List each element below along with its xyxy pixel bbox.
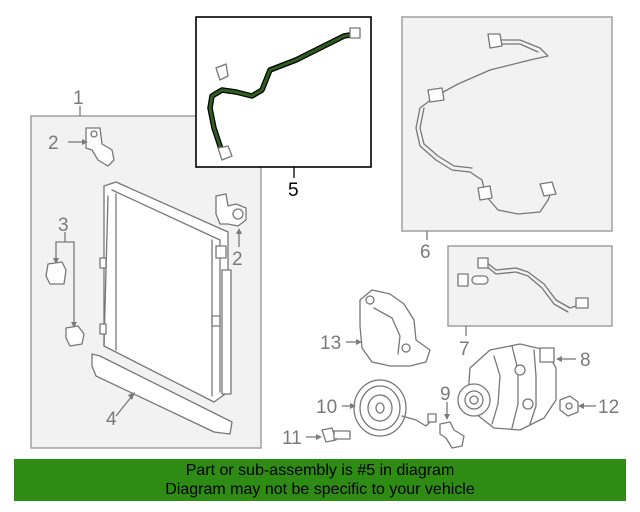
pressure-sensor	[439, 421, 465, 449]
liquid-line	[485, 261, 583, 309]
discharge-hose	[207, 27, 361, 161]
callout-2-upper: 2	[48, 133, 59, 154]
callout-6: 6	[420, 242, 431, 263]
receiver-tank	[221, 269, 232, 395]
liquid-line-group: 7	[447, 245, 613, 360]
info-banner: Part or sub-assembly is #5 in diagram Di…	[14, 459, 626, 501]
callout-9: 9	[440, 384, 451, 405]
callout-11: 11	[282, 428, 302, 449]
callout-13: 13	[320, 333, 341, 354]
callout-1: 1	[73, 88, 84, 109]
liquid-line-clip	[457, 273, 469, 287]
suction-hose-group: 6	[401, 16, 613, 263]
callout-8: 8	[580, 350, 591, 371]
condenser-core	[99, 181, 232, 403]
loose-parts-group: 13 8 12	[282, 289, 619, 449]
suction-hose	[415, 39, 553, 215]
bolt	[321, 427, 351, 443]
banner-line-2: Diagram may not be specific to your vehi…	[165, 481, 475, 498]
condenser-clip-lower	[211, 315, 221, 327]
condenser-assembly-group: 1 2 2 3 4	[30, 88, 262, 449]
banner-line-1: Part or sub-assembly is #5 in diagram	[185, 462, 455, 479]
condenser-seal	[91, 353, 233, 435]
callout-3: 3	[58, 215, 69, 236]
suction-hose-box	[401, 16, 613, 232]
compressor-mounting-bracket	[359, 289, 431, 367]
hose-fitting-bottom	[217, 145, 233, 161]
callout-7: 7	[459, 339, 470, 360]
hose-fitting-top	[215, 63, 229, 81]
callout-2-right: 2	[232, 249, 243, 270]
highlighted-hose-group: 5	[195, 16, 372, 201]
compressor	[457, 343, 557, 431]
hose-fitting-end	[349, 27, 361, 39]
callout-5: 5	[288, 180, 299, 201]
callout-12: 12	[598, 397, 619, 418]
compressor-clutch	[353, 379, 437, 437]
condenser-clip-upper	[215, 245, 227, 259]
bracket-piece-a	[45, 261, 67, 285]
bracket-hole	[90, 130, 98, 138]
bracket-piece-b	[65, 325, 85, 347]
callout-10: 10	[316, 397, 337, 418]
liquid-line-box	[447, 245, 613, 327]
callout-4: 4	[106, 409, 117, 430]
